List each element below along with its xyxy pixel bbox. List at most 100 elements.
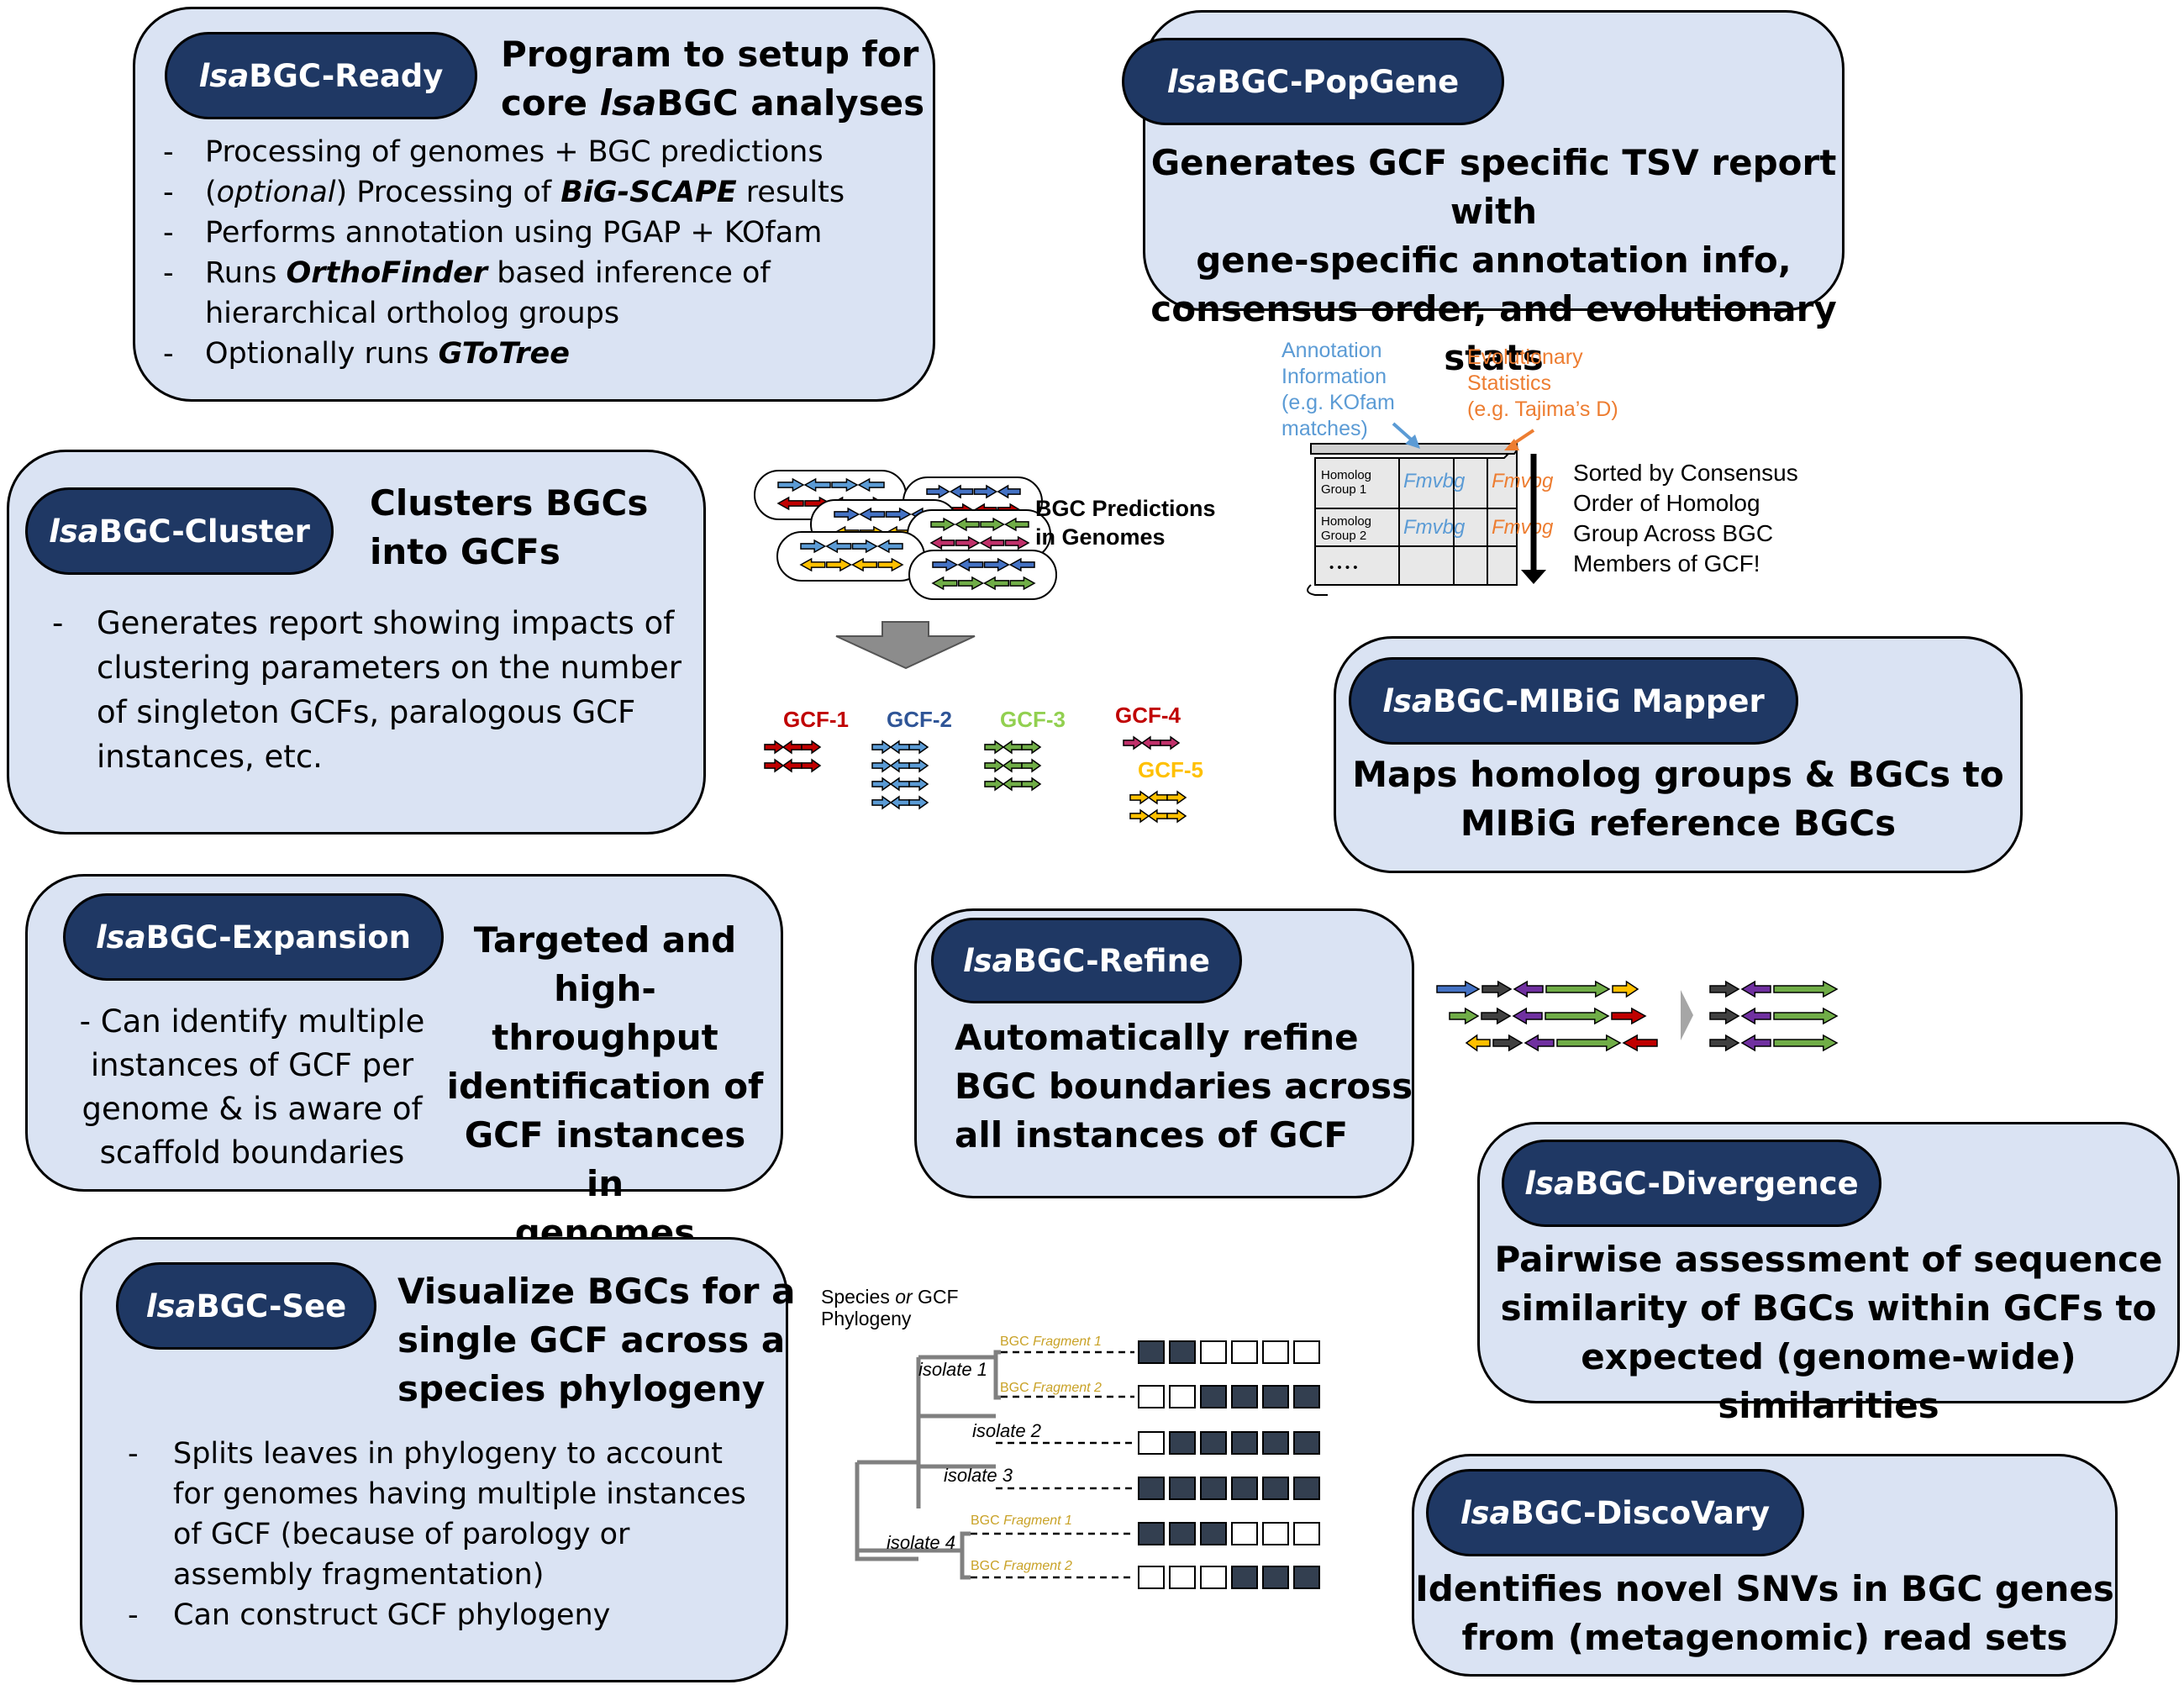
row-label: Homolog	[1321, 468, 1371, 482]
gene-arrow	[1556, 1034, 1622, 1052]
gene-box	[1293, 1340, 1320, 1364]
gene-arrow	[1740, 980, 1771, 998]
gene-arrow	[1129, 808, 1150, 824]
ready-bullet: Performs annotation using PGAP + KOfam	[161, 213, 901, 253]
gene-arrow	[1545, 980, 1611, 998]
gcf-label: GCF-3	[1000, 707, 1066, 732]
see-bullet: Splits leaves in phylogeny to account fo…	[126, 1434, 769, 1595]
gene-arrow	[1709, 1034, 1740, 1052]
gene-box	[1200, 1385, 1227, 1408]
cell-scribble: Fmvbg	[1403, 470, 1466, 492]
gene-arrow	[931, 576, 958, 591]
gene-box	[1231, 1385, 1258, 1408]
cell-scribble: Fmvbg	[1492, 470, 1554, 492]
gene-arrow	[885, 507, 912, 522]
gene-box	[1138, 1477, 1165, 1500]
refine-heading: Automatically refine BGC boundaries acro…	[955, 1017, 1413, 1156]
gene-arrow	[1009, 576, 1036, 591]
tree-branch	[855, 1387, 921, 1550]
gene-box	[1200, 1522, 1227, 1545]
gene-arrow	[984, 740, 1005, 755]
gene-arrow	[1465, 1034, 1491, 1052]
ready-heading-line1: Program to setup for	[501, 34, 919, 75]
gene-arrow	[889, 758, 910, 773]
gene-arrow	[801, 758, 822, 773]
gene-arrow	[825, 539, 852, 554]
gene-arrow	[1002, 777, 1023, 792]
tree-branch	[855, 1355, 996, 1561]
cluster-bullet: Generates report showing impacts of clus…	[50, 601, 689, 779]
tree-branch	[993, 1350, 1001, 1400]
row-label: Group 2	[1321, 529, 1366, 543]
gene-box	[1262, 1385, 1289, 1408]
gene-box	[1293, 1477, 1320, 1500]
gene-arrow	[929, 535, 955, 550]
see-bullet: Can construct GCF phylogeny	[126, 1595, 769, 1635]
gene-arrow	[958, 576, 985, 591]
gene-arrow	[908, 795, 929, 810]
row-label: Homolog	[1321, 514, 1371, 529]
gene-box	[1231, 1522, 1258, 1545]
gene-arrow	[1166, 808, 1187, 824]
gene-arrow	[803, 477, 831, 492]
gene-arrow	[1140, 735, 1161, 750]
gene-box	[1262, 1566, 1289, 1589]
ready-heading: Program to setup for core lsaBGC analyse…	[501, 30, 924, 128]
gene-arrow	[764, 758, 785, 773]
gene-arrow	[1512, 1007, 1543, 1025]
gene-arrow	[801, 740, 822, 755]
gene-box	[1231, 1566, 1258, 1589]
gene-arrow	[1002, 758, 1023, 773]
gene-arrow	[1004, 535, 1030, 550]
gene-box	[1200, 1477, 1227, 1500]
gene-arrow	[955, 535, 981, 550]
gene-arrow	[1123, 735, 1144, 750]
gene-arrow	[1622, 1034, 1658, 1052]
isolate-label: isolate 4	[887, 1532, 955, 1553]
ready-bullet: Processing of genomes + BGC predictions	[161, 132, 901, 172]
gene-arrow	[1021, 758, 1042, 773]
gene-arrow	[1449, 1007, 1480, 1025]
gene-box	[1138, 1385, 1165, 1408]
discovary-heading: Identifies novel SNVs in BGC genes from …	[1415, 1568, 2114, 1658]
refine-transition-arrow	[1681, 990, 1693, 1040]
gene-box	[1262, 1431, 1289, 1455]
gene-arrow	[1481, 980, 1513, 998]
phylogeny-title: Species or GCF	[821, 1286, 959, 1308]
gene-arrow	[932, 557, 959, 572]
gene-arrow	[799, 557, 826, 572]
gene-arrow	[1611, 1007, 1647, 1025]
gene-box	[1138, 1340, 1165, 1364]
cell-scribble: Fmvbg	[1403, 516, 1466, 539]
gene-box	[1262, 1477, 1289, 1500]
fragment-label: BGC Fragment 2	[971, 1559, 1072, 1573]
down-arrow	[835, 621, 976, 670]
tree-branch	[857, 1531, 971, 1580]
gene-box	[1200, 1340, 1227, 1364]
gene-arrow	[776, 496, 804, 511]
gene-arrow	[889, 740, 910, 755]
evolution-pointer-head	[1504, 439, 1519, 450]
evolution-label: Evolutionary Statistics (e.g. Tajima’s D…	[1467, 345, 1618, 421]
annotation-pointer-head	[1405, 434, 1420, 449]
gene-arrow	[1492, 1034, 1524, 1052]
gene-arrow	[973, 484, 998, 499]
isolate-label: isolate 3	[944, 1465, 1013, 1486]
gene-arrow	[1481, 1007, 1512, 1025]
gene-arrow	[764, 740, 785, 755]
gcf-label: GCF-5	[1138, 757, 1203, 782]
gcf-label: GCF-4	[1115, 703, 1181, 728]
gene-arrow	[926, 484, 950, 499]
annotation-label: Annotation Information (e.g. KOfam match…	[1281, 339, 1395, 440]
gene-arrow	[876, 539, 903, 554]
expansion-heading: Targeted and high- throughput identifica…	[446, 919, 764, 1253]
gene-arrow	[1513, 980, 1544, 998]
gene-box	[1262, 1522, 1289, 1545]
gene-arrow	[782, 758, 803, 773]
gene-arrow	[889, 795, 910, 810]
